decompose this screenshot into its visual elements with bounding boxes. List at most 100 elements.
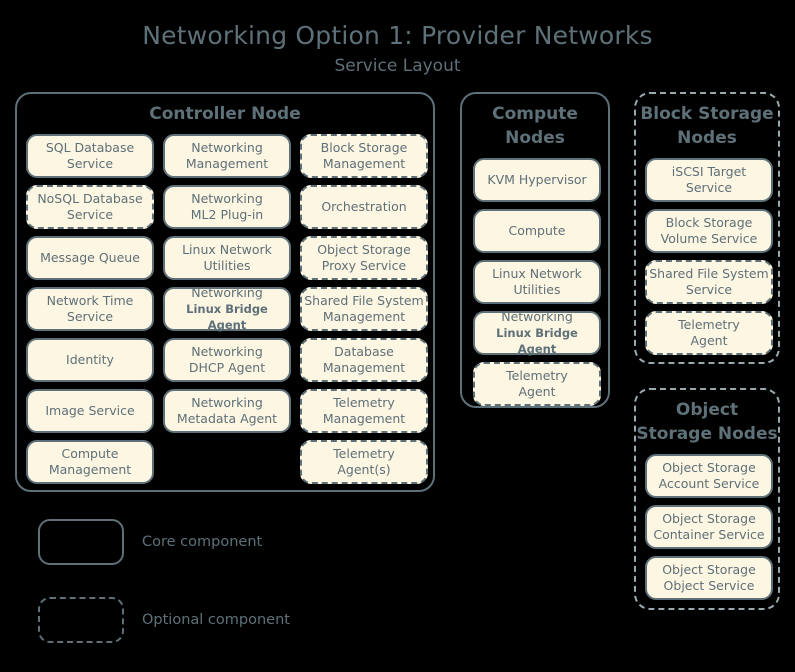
service-label-line1: Networking — [191, 191, 263, 206]
service-label-line1: Identity — [66, 352, 114, 367]
service-label-line2: DHCP Agent — [188, 360, 266, 375]
service-label-line1: Network Time — [46, 293, 134, 308]
service-box-compute[interactable]: Compute — [473, 209, 601, 253]
service-label-line2: Management — [322, 309, 406, 324]
legend-swatch-core — [38, 519, 124, 565]
service-label-line1: Orchestration — [321, 199, 407, 214]
service-label-line1: Database — [334, 344, 394, 359]
block-storage-nodes-title-line1: Block Storage — [640, 104, 774, 124]
service-label-line1: Networking — [191, 344, 263, 359]
service-label-line1: Networking — [191, 395, 263, 410]
service-label-line2: Service — [66, 207, 114, 222]
service-label-line2: Agent — [690, 333, 728, 348]
service-label-line1: Telemetry — [333, 446, 395, 461]
service-label-line2: Container Service — [653, 527, 765, 542]
title-block: Networking Option 1: Provider Networks S… — [0, 20, 795, 78]
service-label-line1: Networking — [191, 285, 263, 300]
service-label-line2: Agent — [518, 384, 556, 399]
service-label-line1: Shared File System — [649, 266, 769, 281]
service-label-line1: Object Storage — [662, 562, 756, 577]
service-label-line2: Linux Bridge Agent — [496, 326, 578, 356]
service-label-line2: Management — [185, 156, 269, 171]
service-label-line1: Compute — [508, 223, 566, 238]
service-label-line1: Image Service — [45, 403, 135, 418]
service-label-line2: Service — [66, 309, 114, 324]
service-box-message-queue[interactable]: Message Queue — [26, 236, 154, 280]
service-label-line2: Utilities — [513, 282, 561, 297]
service-label-line1: Telemetry — [678, 317, 740, 332]
service-label-line2: Service — [66, 156, 114, 171]
service-label-line2: Proxy Service — [321, 258, 407, 273]
service-label-line2: Linux Bridge Agent — [186, 302, 268, 332]
service-box-orchestration[interactable]: Orchestration — [300, 185, 428, 229]
service-label-line1: Shared File System — [304, 293, 424, 308]
service-label-line1: Message Queue — [40, 250, 140, 265]
service-label-line2: Management — [48, 462, 132, 477]
service-label-line1: KVM Hypervisor — [487, 172, 587, 187]
service-label-line1: Block Storage — [320, 140, 408, 155]
service-box-identity[interactable]: Identity — [26, 338, 154, 382]
service-label-line2: Management — [322, 156, 406, 171]
service-label-line1: NoSQL Database — [37, 191, 143, 206]
service-label-line1: Telemetry — [333, 395, 395, 410]
controller-node-title: Controller Node — [149, 104, 301, 124]
service-label-line2: Agent(s) — [337, 462, 391, 477]
service-label-line2: ML2 Plug-in — [190, 207, 264, 222]
service-label-line1: Object Storage — [317, 242, 411, 257]
service-label-line1: Object Storage — [662, 460, 756, 475]
service-box-kvm-hypervisor[interactable]: KVM Hypervisor — [473, 158, 601, 202]
legend-label-core: Core component — [142, 534, 263, 550]
block-storage-nodes-title: Block Storage Nodes — [636, 94, 778, 154]
service-label-line1: Networking — [191, 140, 263, 155]
legend-row-optional: Optional component — [38, 594, 458, 646]
service-label-line1: Compute — [61, 446, 119, 461]
compute-nodes-title: Compute Nodes — [462, 94, 608, 154]
service-label-line1: SQL Database — [45, 140, 135, 155]
page-title: Networking Option 1: Provider Networks — [142, 21, 653, 50]
service-label-line2: Metadata Agent — [176, 411, 278, 426]
service-label-line2: Object Service — [663, 578, 755, 593]
service-label-line1: Object Storage — [662, 511, 756, 526]
service-label-line2: Service — [685, 282, 733, 297]
block-storage-nodes-title-line2: Nodes — [677, 128, 737, 148]
service-label-line2: Account Service — [658, 476, 760, 491]
service-box-image-service[interactable]: Image Service — [26, 389, 154, 433]
object-storage-nodes-title-line2: Storage Nodes — [636, 424, 778, 444]
page-subtitle: Service Layout — [334, 56, 461, 76]
compute-nodes-title-line1: Compute — [492, 104, 578, 124]
